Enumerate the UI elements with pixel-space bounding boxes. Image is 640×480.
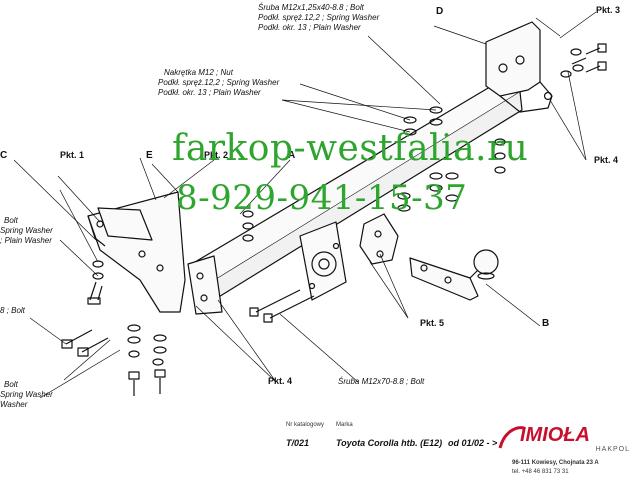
bolt-top-line-1: Śruba M12x1,25x40-8.8 ; Bolt — [258, 3, 364, 12]
address: 96-111 Kowiesy, Chojnata 23 A — [512, 460, 599, 466]
phone: tel. +48 46 831 73 31 — [512, 469, 569, 475]
left-bottom-line-2: Spring Washer — [0, 390, 53, 399]
left-mid-line-1: Bolt — [4, 216, 18, 225]
left-mid-line-3: ; Plain Washer — [0, 236, 52, 245]
part-c-label: C — [0, 150, 8, 161]
pkt-2-label: Pkt. 2 — [204, 150, 229, 160]
logo-sub: HAKPOL — [595, 446, 630, 453]
part-a-label: A — [288, 150, 296, 161]
left-bottom-line-1: Bolt — [4, 380, 18, 389]
watermark-phone: 8-929-941-15-37 — [176, 178, 468, 218]
pkt-3-label: Pkt. 3 — [596, 5, 621, 15]
watermark-site: farkop-westfalia.ru — [172, 128, 529, 169]
ball-bracket — [359, 213, 399, 265]
pkt-4-right-label: Pkt. 4 — [594, 155, 619, 165]
nut-line-1: Nakrętka M12 ; Nut — [164, 68, 233, 77]
fasteners — [61, 43, 607, 396]
mid-plate — [97, 207, 153, 241]
left-mid-line-2: Spring Washer — [0, 226, 53, 235]
bolt-top-line-2: Podkł. spręż.12,2 ; Spring Washer — [258, 13, 380, 22]
logo-name: IMIOŁA — [520, 424, 590, 446]
right-bracket — [485, 21, 541, 97]
pkt-5-label: Pkt. 5 — [420, 318, 445, 328]
part-e-label: E — [146, 150, 153, 161]
catalog-label: Nr katalogowy — [286, 422, 325, 428]
left-bottom-line-3: Washer — [0, 400, 28, 409]
part-d-label: D — [436, 6, 444, 17]
leader-lines — [13, 11, 597, 399]
left-low-line: 8 ; Bolt — [0, 306, 25, 315]
model-date: od 01/02 - > — [448, 438, 498, 448]
imiola-logo: IMIOŁA HAKPOL — [498, 424, 636, 458]
socket-plate — [299, 221, 347, 301]
catalog-number: T/021 — [286, 438, 310, 448]
bolt-bottom-label: Śruba M12x70-8.8 ; Bolt — [338, 377, 425, 386]
bolt-top-line-3: Podkł. okr. 13 ; Plain Washer — [258, 23, 361, 32]
part-b-label: B — [542, 318, 550, 329]
logo-swoosh-icon — [498, 426, 525, 449]
nut-line-2: Podkł. spręż.12,2 ; Spring Washer — [158, 78, 280, 87]
marka-label: Marka — [336, 422, 353, 428]
nut-line-3: Podkł. okr. 13 ; Plain Washer — [158, 88, 261, 97]
pkt-1-label: Pkt. 1 — [60, 150, 85, 160]
pkt-4-bottom-label: Pkt. 4 — [268, 376, 293, 386]
vehicle-model: Toyota Corolla htb. (E12) — [336, 438, 443, 448]
left-end-plate — [187, 255, 223, 315]
tow-ball-arm — [409, 257, 479, 301]
